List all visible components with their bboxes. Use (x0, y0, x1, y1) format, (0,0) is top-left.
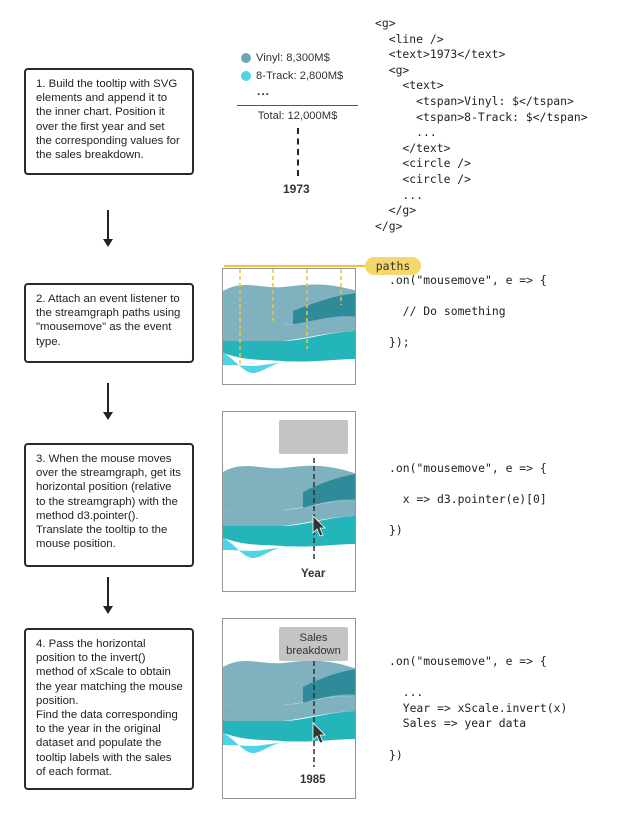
arrow-down-icon (103, 210, 113, 247)
stream-path-dark (303, 474, 355, 508)
svg-structure-code: <g> <line /> <text>1973</text> <g> <text… (375, 16, 588, 233)
streamgraph-panel-4: Sales breakdown (222, 618, 356, 799)
tooltip-row-8track: 8-Track: 2,800M$ (241, 70, 343, 82)
vinyl-dot-icon (241, 53, 251, 63)
cursor-arrow-icon (312, 515, 326, 537)
stream-path-teal (223, 516, 355, 547)
tooltip-placeholder (279, 420, 348, 454)
step-4-box: 4. Pass the horizontal position to the i… (24, 628, 194, 790)
tooltip-ellipsis: ... (257, 84, 271, 98)
arrow-down-icon (103, 383, 113, 420)
tooltip-year-1985: 1985 (300, 774, 326, 786)
step4-code: .on("mousemove", e => { ... Year => xSca… (389, 654, 568, 762)
step-2-box: 2. Attach an event listener to the strea… (24, 283, 194, 363)
tooltip-dashed-line (297, 128, 299, 176)
stream-path-mid (223, 316, 355, 342)
paths-highlight-line (224, 265, 366, 267)
tooltip-total: Total: 12,000M$ (257, 110, 338, 122)
tooltip-row-label: Vinyl: 8,300M$ (256, 52, 330, 64)
sales-breakdown-tooltip: Sales breakdown (279, 627, 348, 661)
tooltip-row-vinyl: Vinyl: 8,300M$ (241, 52, 330, 64)
tooltip-divider (237, 105, 358, 106)
stream-path-dark (303, 669, 355, 703)
tooltip-year-label: 1973 (283, 182, 310, 196)
streamgraph-panel-2 (222, 268, 356, 385)
stream-path-teal (223, 331, 355, 362)
stream-path-mid (223, 501, 355, 527)
step2-code: .on("mousemove", e => { // Do something … (389, 273, 547, 350)
step3-code: .on("mousemove", e => { x => d3.pointer(… (389, 461, 547, 538)
step-3-box: 3. When the mouse moves over the streamg… (24, 443, 194, 567)
stream-path-mid (223, 696, 355, 722)
stream-path-light (223, 353, 293, 373)
8track-dot-icon (241, 71, 251, 81)
arrow-down-icon (103, 577, 113, 614)
year-axis-label: Year (301, 568, 326, 580)
cursor-arrow-icon (312, 722, 326, 744)
paths-tag: paths (365, 257, 421, 275)
stream-path-light (223, 538, 293, 558)
stream-path-light (223, 733, 293, 753)
step-1-box: 1. Build the tooltip with SVG elements a… (24, 68, 194, 175)
streamgraph-panel-3 (222, 411, 356, 592)
tooltip-row-label: 8-Track: 2,800M$ (256, 70, 344, 82)
